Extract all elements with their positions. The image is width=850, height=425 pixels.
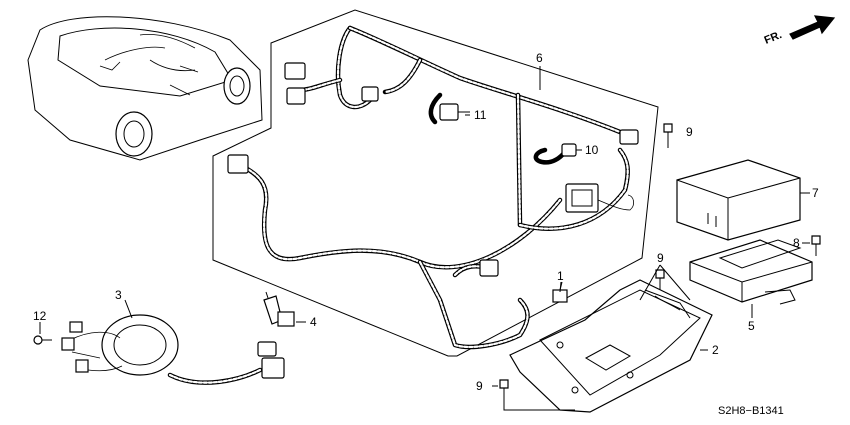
connector (227, 154, 249, 174)
bolt-9-bottom (499, 379, 509, 402)
connector (286, 87, 306, 105)
bolt-9-mid (655, 269, 665, 290)
callout-11: 11 (474, 108, 487, 122)
callout-1: 1 (557, 269, 564, 283)
callout-5: 5 (748, 319, 755, 333)
connector (565, 183, 599, 213)
rear-wheel (115, 111, 153, 157)
connector (284, 62, 306, 80)
harness-panel (212, 9, 659, 357)
sub-harness-11 (428, 92, 470, 125)
diagram-code: S2H8−B1341 (718, 405, 784, 417)
callout-4: 4 (310, 315, 317, 329)
callout-3: 3 (115, 288, 122, 302)
callout-9-bottom: 9 (476, 379, 483, 393)
callout-2: 2 (712, 343, 719, 357)
callout-10: 10 (585, 143, 599, 157)
vehicle-outline (27, 16, 263, 161)
connector (479, 259, 499, 277)
part-3-cable-reel (61, 314, 285, 385)
leader-lines (39, 66, 810, 411)
part-5-control-unit (689, 239, 813, 305)
part-2-bracket (509, 279, 713, 413)
sub-harness-10 (533, 143, 582, 165)
callout-8: 8 (793, 236, 800, 250)
callout-7: 7 (812, 186, 819, 200)
callout-9-top: 9 (686, 125, 693, 139)
part-4-bracket (263, 291, 295, 327)
front-direction-indicator: FR. (763, 15, 836, 47)
part-7-cover (676, 159, 801, 241)
bolt-12 (33, 335, 52, 345)
bolt-8 (811, 235, 821, 256)
front-wheel (223, 67, 251, 105)
bolt-9-top (663, 123, 673, 148)
connector (619, 129, 639, 145)
fr-arrow-icon (789, 15, 836, 40)
connector (361, 86, 379, 102)
callout-6: 6 (536, 51, 543, 65)
main-harness-6 (227, 25, 639, 350)
callout-9-mid: 9 (657, 251, 664, 265)
fr-label: FR. (763, 29, 784, 47)
callout-12: 12 (33, 309, 47, 323)
